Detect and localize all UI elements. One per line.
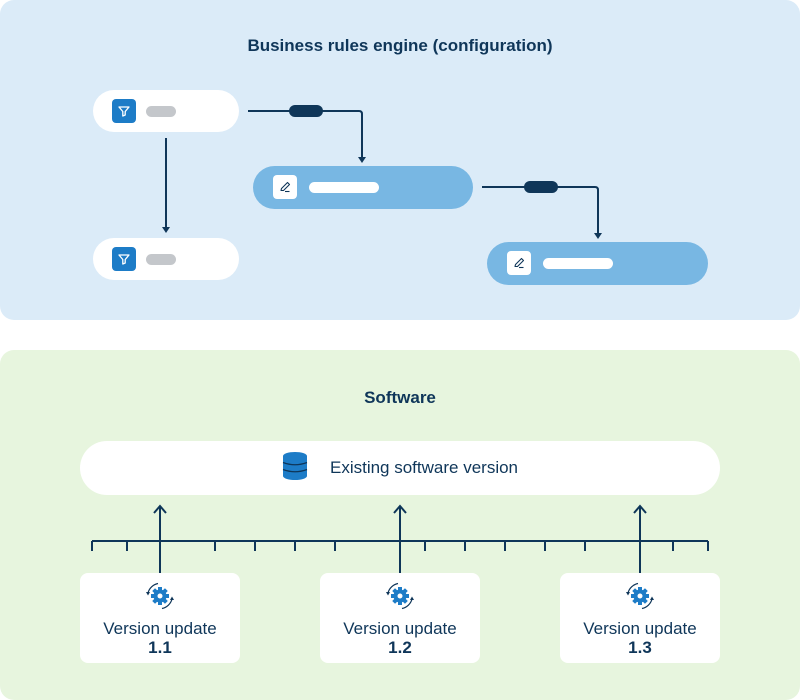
version-number: 1.3 [628,638,652,657]
filter-node[interactable] [93,238,239,280]
gear-refresh-icon [384,580,416,617]
pencil-icon [507,251,531,275]
action-node[interactable] [253,166,473,209]
action-label-placeholder [309,182,379,193]
filter-icon [112,99,136,123]
filter-label-placeholder [146,254,176,265]
version-update-card[interactable]: Version update 1.3 [560,573,720,663]
gear-refresh-icon [624,580,656,617]
filter-node[interactable] [93,90,239,132]
version-update-label: Version update [583,619,697,638]
business-rules-title: Business rules engine (configuration) [247,36,553,55]
version-update-card[interactable]: Version update 1.2 [320,573,480,663]
filter-label-placeholder [146,106,176,117]
database-icon [282,451,308,486]
existing-version-label: Existing software version [329,458,519,477]
version-update-label: Version update [343,619,457,638]
version-number: 1.2 [388,638,412,657]
pencil-icon [273,175,297,199]
version-update-card[interactable]: Version update 1.1 [80,573,240,663]
action-node[interactable] [487,242,708,285]
version-number: 1.1 [148,638,172,657]
version-update-label: Version update [103,619,217,638]
existing-version-box[interactable]: Existing software version [80,441,720,495]
gear-refresh-icon [144,580,176,617]
software-title: Software [364,388,436,407]
action-label-placeholder [543,258,613,269]
filter-icon [112,247,136,271]
